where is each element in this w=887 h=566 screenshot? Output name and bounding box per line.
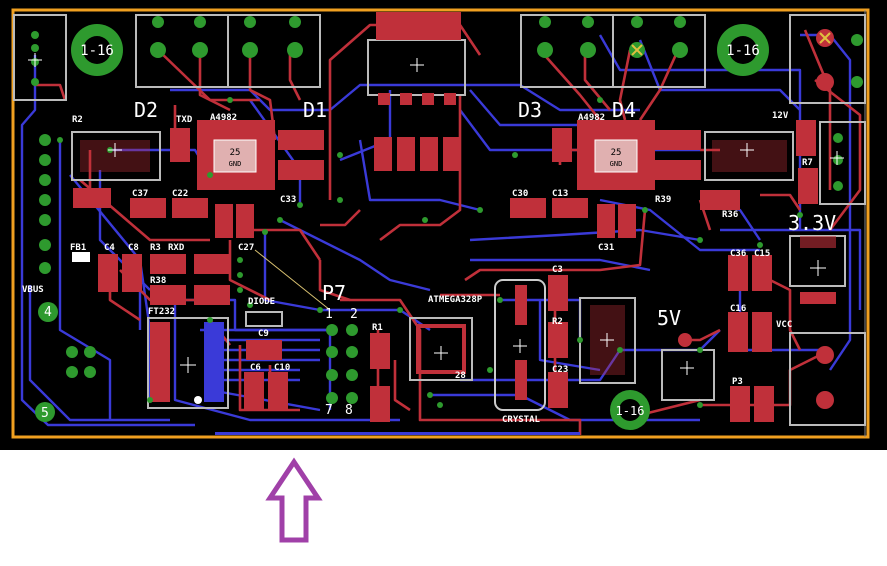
label-r2-mcu: R2 bbox=[552, 317, 563, 327]
pin-label-28: 28 bbox=[455, 371, 466, 381]
smd-components bbox=[71, 120, 846, 422]
label-c16: C16 bbox=[730, 304, 746, 314]
connector-usb-left[interactable] bbox=[13, 14, 67, 101]
label-rxd: RXD bbox=[168, 243, 185, 253]
bottom-edge-strip bbox=[215, 432, 580, 435]
label-c31: C31 bbox=[598, 243, 614, 253]
regulator-pads bbox=[376, 12, 461, 105]
usb-uart-ft232[interactable] bbox=[147, 317, 229, 409]
label-txd: TXD bbox=[176, 115, 193, 125]
label-5v: 5V bbox=[657, 306, 681, 330]
label-mcu: ATMEGA328P bbox=[428, 295, 483, 305]
label-c3: C3 bbox=[552, 265, 563, 275]
up-arrow-icon bbox=[265, 457, 323, 543]
label-c33: C33 bbox=[280, 195, 296, 205]
label-r2: R2 bbox=[72, 115, 83, 125]
label-r38: R38 bbox=[150, 276, 166, 286]
pin-label-2: 2 bbox=[350, 307, 358, 322]
label-c6: C6 bbox=[250, 363, 261, 373]
stepper-driver-ic-left[interactable]: 25 GND bbox=[197, 120, 275, 190]
component-origins bbox=[28, 53, 844, 375]
label-c37: C37 bbox=[132, 189, 148, 199]
label-d2: D2 bbox=[134, 98, 158, 122]
label-c8: C8 bbox=[128, 243, 139, 253]
through-hole-pads bbox=[31, 16, 863, 422]
label-vbus: VBUS bbox=[22, 285, 44, 295]
connector-power-top-right[interactable] bbox=[789, 14, 866, 104]
mcu-atmega328p[interactable] bbox=[409, 317, 473, 381]
label-c10: C10 bbox=[274, 363, 290, 373]
chip-sublabel: GND bbox=[610, 160, 623, 168]
crystal[interactable] bbox=[494, 279, 546, 411]
label-c30: C30 bbox=[512, 189, 528, 199]
unrouted-markers bbox=[631, 32, 831, 56]
label-d3: D3 bbox=[518, 98, 542, 122]
stepper-driver-ic-right[interactable]: 25 GND bbox=[577, 120, 655, 190]
label-r1: R1 bbox=[372, 323, 383, 333]
chip-sublabel: GND bbox=[229, 160, 242, 168]
board-outline bbox=[11, 8, 870, 439]
label-c22: C22 bbox=[172, 189, 188, 199]
label-fb1: FB1 bbox=[70, 243, 86, 253]
pin-label-7: 7 bbox=[325, 403, 333, 418]
label-c13: C13 bbox=[552, 189, 568, 199]
label-3v3: 3.3V bbox=[788, 211, 836, 235]
highlighted-net bbox=[254, 249, 331, 311]
pin-label-8: 8 bbox=[345, 403, 353, 418]
label-d1: D1 bbox=[303, 98, 327, 122]
mounting-hole-label: 1-16 bbox=[726, 43, 760, 59]
label-c27: C27 bbox=[238, 243, 254, 253]
pin-label-1: 1 bbox=[325, 307, 333, 322]
silkscreen-labels: D2 D1 D3 D4 P7 3.3V 5V 12V ATMEGA328P CR… bbox=[22, 98, 836, 425]
label-12v: 12V bbox=[772, 111, 789, 121]
mounting-hole-label: 1-16 bbox=[616, 404, 645, 418]
vias bbox=[57, 97, 803, 408]
pcb-board-canvas[interactable]: 1-16 1-16 1-16 bbox=[0, 0, 887, 450]
label-ic-a: A4982 bbox=[210, 113, 237, 123]
label-c4: C4 bbox=[104, 243, 115, 253]
below-board-area bbox=[0, 450, 887, 566]
motor-connectors bbox=[13, 14, 866, 426]
label-r7: R7 bbox=[802, 158, 813, 168]
label-r36: R36 bbox=[722, 210, 738, 220]
chip-label: 25 bbox=[611, 148, 622, 158]
pin-label-4: 4 bbox=[44, 305, 52, 320]
label-ic-b: A4982 bbox=[578, 113, 605, 123]
connector-d2-b[interactable] bbox=[227, 14, 321, 88]
connector-vcc-bottom-right[interactable] bbox=[789, 332, 866, 426]
pin-label-5: 5 bbox=[41, 406, 49, 421]
label-diode: DIODE bbox=[248, 297, 275, 307]
label-c36: C36 bbox=[730, 249, 746, 259]
label-crystal: CRYSTAL bbox=[502, 415, 541, 425]
label-r39: R39 bbox=[655, 195, 671, 205]
label-vcc: VCC bbox=[776, 320, 792, 330]
connector-d3-b[interactable] bbox=[612, 14, 706, 88]
mounting-holes: 1-16 1-16 1-16 bbox=[71, 24, 769, 430]
chip-label: 25 bbox=[230, 148, 241, 158]
connector-right-mid[interactable] bbox=[819, 121, 866, 205]
label-c23: C23 bbox=[552, 365, 568, 375]
mounting-hole-label: 1-16 bbox=[80, 43, 114, 59]
label-p3: P3 bbox=[732, 377, 743, 387]
label-r3: R3 bbox=[150, 243, 161, 253]
label-ftdi: FT232 bbox=[148, 307, 175, 317]
label-d4: D4 bbox=[612, 98, 636, 122]
label-c9: C9 bbox=[258, 329, 269, 339]
label-c15: C15 bbox=[754, 249, 770, 259]
label-p7: P7 bbox=[322, 281, 346, 305]
